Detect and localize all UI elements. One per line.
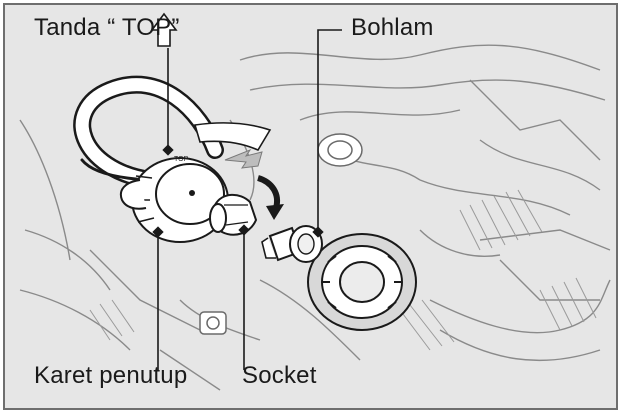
up-arrow-icon: [150, 12, 178, 47]
illustration-frame: [3, 3, 618, 410]
socket-part: [209, 193, 258, 236]
bulb-part: [261, 225, 323, 263]
counterclockwise-arrow: [256, 175, 284, 220]
leader-lines: [157, 29, 342, 370]
socket-label: Socket: [242, 362, 317, 389]
remove-arrow: [224, 148, 263, 169]
embossed-top-text: TOP: [174, 156, 189, 163]
engine-bay-lineart: [19, 44, 611, 391]
top-mark-label: Tanda “ TOP”: [34, 14, 180, 41]
headlight-housing-opening: [307, 233, 417, 331]
wiring-clip: [199, 133, 363, 335]
hatching: [89, 189, 597, 351]
rubber-cover-part: TOP: [120, 156, 229, 243]
turn-arrow-upper: [193, 122, 272, 152]
bulb-label: Bohlam: [351, 14, 434, 41]
rubber-cover-label: Karet penutup: [34, 362, 188, 389]
leader-dots: [152, 144, 324, 238]
